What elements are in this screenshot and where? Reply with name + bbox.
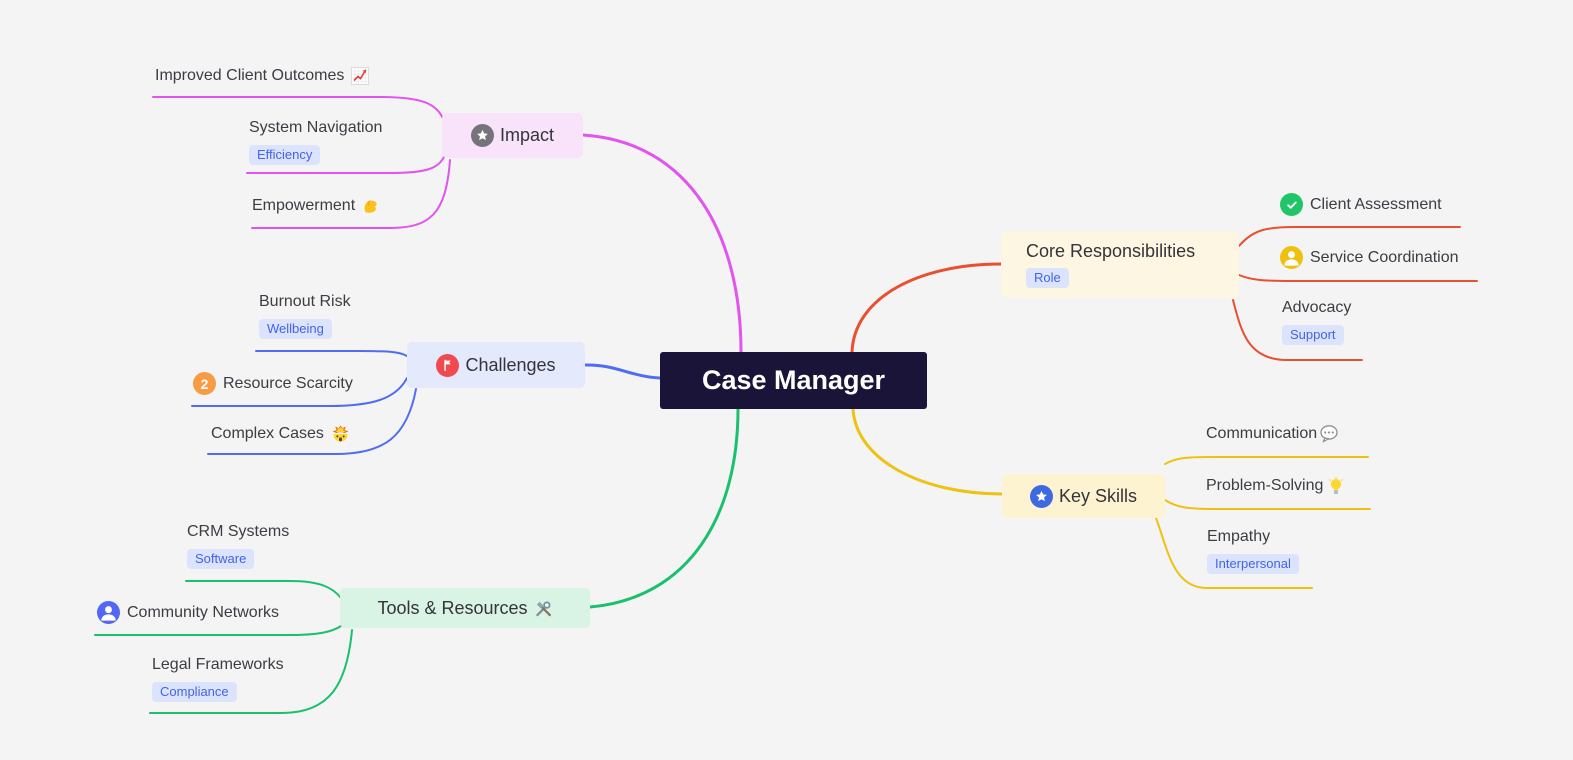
leaf-label: System Navigation (249, 119, 383, 136)
leaf-label: Service Coordination (1310, 248, 1459, 266)
tools-child-connector-1 (94, 625, 342, 636)
leaf-node-legal-frameworks[interactable]: Legal Frameworks Compliance (152, 655, 284, 702)
branch-label: Challenges (465, 354, 556, 375)
leaf-node-system-navigation[interactable]: System Navigation Efficiency (249, 118, 382, 165)
leaf-node-empowerment[interactable]: Empowerment (252, 196, 380, 216)
tools-branch-connector (588, 407, 740, 609)
leaf-label: Empowerment (252, 197, 356, 214)
core-child-connector-1 (1238, 274, 1478, 282)
skills-child-connector-0 (1164, 456, 1369, 465)
branch-label: Tools & Resources (377, 597, 528, 618)
flexed-biceps-icon (362, 197, 380, 215)
leaf-label: Empathy (1207, 528, 1271, 545)
challenges-branch-connector (583, 363, 662, 380)
leaf-label: Problem-Solving (1206, 477, 1324, 494)
leaf-label: Complex Cases (211, 425, 324, 442)
exploding-head-icon (331, 424, 350, 444)
chart-increasing-icon (351, 67, 370, 85)
branch-node-impact[interactable]: Impact (442, 113, 583, 158)
leaf-node-client-assessment[interactable]: Client Assessment (1280, 193, 1442, 216)
leaf-node-resource-scarcity[interactable]: 2 Resource Scarcity (193, 372, 353, 395)
speech-balloon-icon (1319, 424, 1339, 444)
impact-child-connector-1 (246, 156, 445, 174)
leaf-label: Improved Client Outcomes (155, 67, 345, 84)
tag-badge: Software (187, 549, 255, 569)
tag-badge: Support (1282, 325, 1344, 345)
branch-node-key-skills[interactable]: Key Skills (1002, 474, 1165, 518)
star-icon (1029, 484, 1053, 508)
leaf-node-advocacy[interactable]: Advocacy Support (1282, 298, 1351, 345)
tag-badge: Efficiency (249, 145, 321, 165)
tag-badge: Interpersonal (1207, 554, 1299, 574)
skills-branch-connector (851, 407, 1004, 496)
person-icon (1280, 246, 1303, 269)
leaf-node-burnout-risk[interactable]: Burnout Risk Wellbeing (259, 292, 351, 339)
person-icon (97, 601, 120, 624)
light-bulb-icon (1327, 476, 1345, 496)
leaf-label: Advocacy (1282, 299, 1352, 316)
core-child-connector-0 (1238, 226, 1461, 247)
leaf-node-problem-solving[interactable]: Problem-Solving (1206, 476, 1345, 496)
leaf-node-improved-client-outcomes[interactable]: Improved Client Outcomes (155, 66, 370, 86)
leaf-label: Resource Scarcity (223, 374, 353, 392)
tools-child-connector-2 (149, 629, 353, 714)
branch-node-challenges[interactable]: Challenges (407, 342, 585, 388)
tag-badge: Role (1026, 268, 1069, 288)
check-icon (1280, 193, 1303, 216)
star-icon (470, 124, 494, 147)
flag-icon (436, 353, 460, 377)
leaf-label: Burnout Risk (259, 293, 351, 310)
hammer-and-wrench-icon (534, 599, 553, 618)
leaf-node-service-coordination[interactable]: Service Coordination (1280, 246, 1459, 269)
skills-child-connector-1 (1164, 499, 1371, 510)
leaf-node-complex-cases[interactable]: Complex Cases (211, 424, 350, 444)
branch-node-tools-resources[interactable]: Tools & Resources (340, 588, 590, 628)
skills-child-connector-2 (1155, 517, 1313, 589)
tag-badge: Wellbeing (259, 319, 332, 339)
tag-badge: Compliance (152, 682, 237, 702)
leaf-node-community-networks[interactable]: Community Networks (97, 601, 279, 624)
leaf-node-crm-systems[interactable]: CRM Systems Software (187, 522, 289, 569)
leaf-label: Community Networks (127, 603, 280, 621)
core-child-connector-2 (1232, 299, 1363, 361)
count-badge: 2 (193, 372, 216, 395)
leaf-node-communication[interactable]: Communication (1206, 424, 1339, 444)
core-branch-connector (850, 262, 1003, 354)
leaf-node-empathy[interactable]: Empathy Interpersonal (1207, 527, 1299, 574)
leaf-label: CRM Systems (187, 523, 290, 540)
challenges-child-connector-2 (207, 388, 417, 455)
branch-label: Core Responsibilities (1026, 241, 1196, 261)
branch-label: Key Skills (1058, 485, 1138, 506)
impact-branch-connector (581, 133, 743, 354)
center-node-label: Case Manager (701, 365, 886, 395)
leaf-label: Client Assessment (1310, 195, 1442, 213)
branch-label: Impact (499, 125, 555, 145)
center-node-case-manager[interactable]: Case Manager (660, 352, 927, 409)
challenges-child-connector-1 (191, 377, 408, 407)
leaf-label: Legal Frameworks (152, 656, 284, 673)
impact-child-connector-2 (251, 159, 451, 229)
challenges-child-connector-0 (255, 350, 408, 357)
branch-node-core-responsibilities[interactable]: Core Responsibilities Role (1001, 231, 1239, 298)
tools-child-connector-0 (185, 580, 342, 599)
leaf-label: Communication (1206, 425, 1318, 442)
